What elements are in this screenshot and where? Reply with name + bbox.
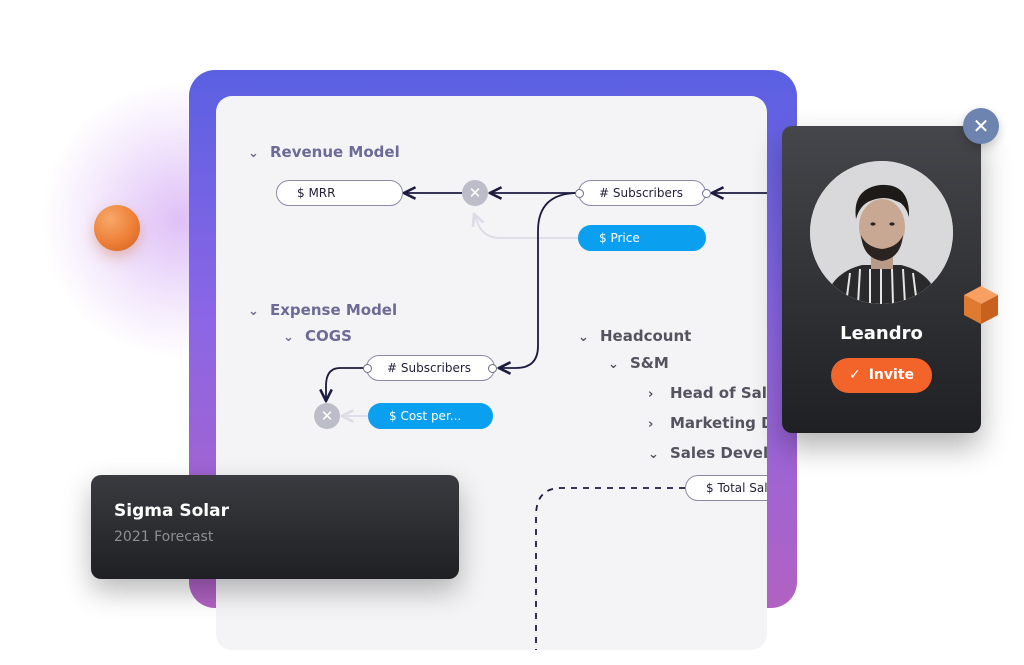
model-info-card: Sigma Solar 2021 Forecast [91, 475, 459, 579]
sm-label: S&M [630, 354, 669, 372]
tree-item-head-of-sales[interactable]: › Head of Sales [648, 384, 767, 402]
chevron-down-icon: ⌄ [608, 357, 619, 372]
invite-profile-card: Leandro ✓ Invite [782, 126, 981, 433]
orange-cube-decoration [964, 286, 998, 324]
total-salary-node[interactable]: $ Total Sala [685, 475, 767, 501]
invite-button[interactable]: ✓ Invite [831, 358, 932, 393]
headcount-label: Headcount [600, 327, 692, 345]
user-portrait-icon [810, 161, 953, 304]
mrr-node-label: $ MRR [297, 186, 336, 200]
subscribers-input-port[interactable] [575, 189, 584, 198]
tree-item-marketing[interactable]: › Marketing Di [648, 414, 767, 432]
price-node-label: $ Price [599, 231, 640, 245]
revenue-model-label: Revenue Model [270, 143, 400, 161]
invite-button-label: Invite [868, 367, 915, 383]
cogs-header[interactable]: ⌄ COGS [283, 327, 352, 345]
company-name: Sigma Solar [114, 501, 229, 521]
headcount-header[interactable]: ⌄ Headcount [578, 327, 691, 345]
tree-item-sales-development[interactable]: ⌄ Sales Develo [648, 444, 767, 462]
cogs-subscribers-label: # Subscribers [387, 361, 472, 375]
subscribers-output-port[interactable] [702, 189, 711, 198]
tree-item-label: Marketing Di [670, 414, 767, 432]
chevron-down-icon: ⌄ [578, 330, 589, 345]
forecast-label: 2021 Forecast [114, 529, 214, 545]
chevron-down-icon: ⌄ [283, 330, 294, 345]
tree-item-label: Sales Develo [670, 444, 767, 462]
tree-item-label: Head of Sales [670, 384, 767, 402]
chevron-down-icon: ⌄ [648, 447, 659, 462]
multiply-operator[interactable]: ✕ [462, 180, 488, 206]
chevron-right-icon: › [648, 387, 654, 402]
expense-model-header[interactable]: ⌄ Expense Model [248, 301, 397, 319]
connector-lines [216, 96, 767, 650]
revenue-model-header[interactable]: ⌄ Revenue Model [248, 143, 400, 161]
multiply-icon: ✕ [320, 407, 334, 425]
total-salary-label: $ Total Sala [706, 481, 767, 495]
sm-header[interactable]: ⌄ S&M [608, 354, 669, 372]
cogs-subscribers-node[interactable]: # Subscribers [366, 355, 495, 381]
avatar [810, 161, 953, 304]
orange-sphere-decoration [94, 205, 140, 251]
chevron-down-icon: ⌄ [248, 304, 259, 319]
cost-per-node[interactable]: $ Cost per... [368, 403, 493, 429]
chevron-right-icon: › [648, 417, 654, 432]
expense-model-label: Expense Model [270, 301, 398, 319]
cogs-multiply-operator[interactable]: ✕ [314, 403, 340, 429]
cogs-subscribers-input-port[interactable] [363, 364, 372, 373]
mrr-node[interactable]: $ MRR [276, 180, 403, 206]
check-icon: ✓ [848, 367, 861, 383]
subscribers-node-label: # Subscribers [599, 186, 684, 200]
subscribers-node[interactable]: # Subscribers [578, 180, 706, 206]
close-button[interactable]: ✕ [963, 108, 999, 144]
chevron-down-icon: ⌄ [248, 146, 259, 161]
price-node[interactable]: $ Price [578, 225, 706, 251]
multiply-icon: ✕ [468, 184, 482, 202]
profile-name: Leandro [840, 323, 923, 344]
cogs-label: COGS [305, 327, 352, 345]
cost-per-label: $ Cost per... [389, 409, 462, 423]
cogs-subscribers-output-port[interactable] [488, 364, 497, 373]
close-icon: ✕ [972, 114, 990, 138]
